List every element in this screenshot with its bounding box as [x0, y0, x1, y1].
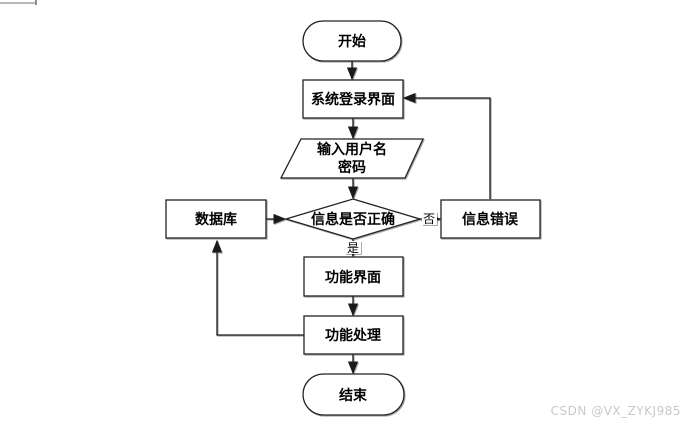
function-process-node: 功能处理	[303, 315, 404, 355]
svg-text:否: 否	[423, 212, 435, 226]
top-left-line-artifact	[0, 0, 37, 5]
end-node: 结束	[302, 373, 405, 416]
arrow-error-to-login	[402, 92, 491, 199]
input-node: 输入用户名 密码	[279, 138, 425, 179]
decision-node: 信息是否正确	[283, 198, 423, 240]
arrow-process-to-database	[211, 239, 304, 336]
no-edge-label: 否	[422, 212, 437, 226]
login-node-label: 系统登录界面	[311, 91, 395, 108]
start-node-label: 开始	[338, 33, 366, 50]
function-process-node-label: 功能处理	[325, 327, 381, 344]
error-node: 信息错误	[440, 199, 541, 239]
function-ui-node-label: 功能界面	[325, 269, 381, 286]
start-node: 开始	[302, 20, 402, 62]
database-node: 数据库	[165, 199, 267, 239]
yes-edge-label: 是	[345, 241, 361, 255]
csdn-watermark: CSDN @VX_ZYKJ985	[551, 404, 681, 418]
function-ui-node: 功能界面	[303, 256, 404, 297]
error-node-label: 信息错误	[462, 211, 519, 228]
input-node-label-line2: 密码	[337, 159, 366, 176]
login-node: 系统登录界面	[302, 79, 404, 119]
database-node-label: 数据库	[195, 211, 237, 228]
svg-text:是: 是	[347, 241, 359, 255]
input-node-label-line1: 输入用户名	[317, 141, 387, 158]
decision-node-label: 信息是否正确	[311, 211, 395, 228]
end-node-label: 结束	[339, 387, 368, 404]
